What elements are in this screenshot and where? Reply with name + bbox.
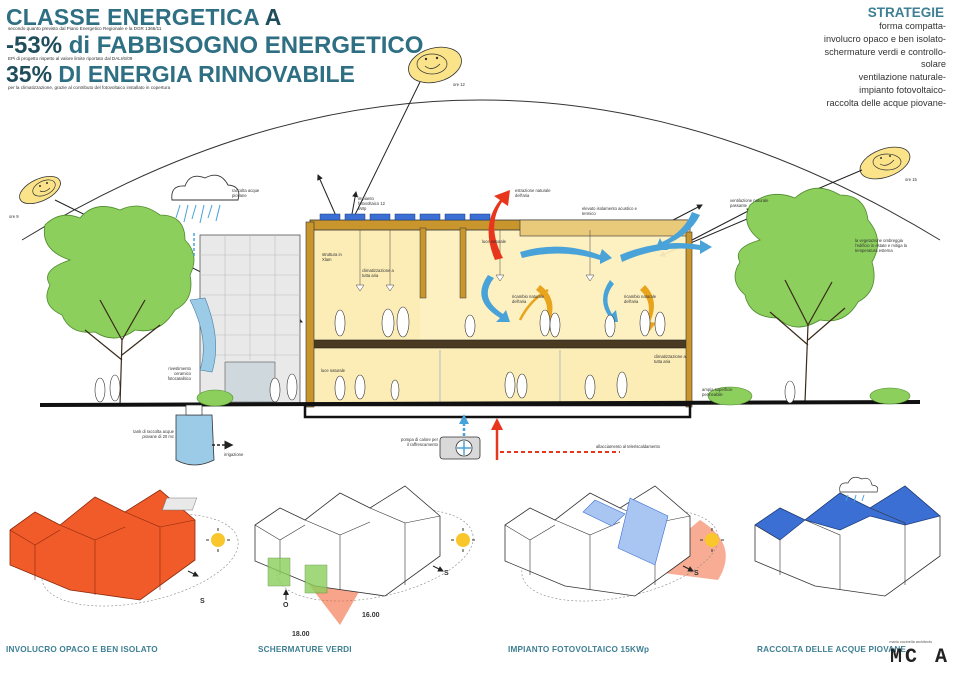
diagram3-south-label: S (694, 570, 699, 577)
caption-photovoltaic: IMPIANTO FOTOVOLTAICO 15KWp (508, 645, 650, 654)
strategy-item: involucro opaco e ben isolato- (823, 33, 946, 44)
airflow-arrows (481, 190, 712, 335)
label-rain-collection: raccolta acque piovane (232, 188, 260, 198)
diagram-rain-collection (754, 476, 941, 597)
sun-top-icon (408, 46, 462, 84)
sun-time-right: ore 15 (905, 177, 917, 182)
strategy-item: schermature verdi e controllo- (824, 46, 946, 57)
heat-pump-icon (439, 436, 481, 460)
tree-right-icon (734, 187, 878, 403)
ceramic-tower (189, 234, 301, 406)
rain-cloud-icon (171, 174, 240, 224)
tree-left-icon (43, 205, 195, 406)
sun-right-icon (859, 146, 911, 180)
renewable-label: DI ENERGIA RINNOVABILE (52, 61, 355, 87)
sun-time-top: ore 12 (453, 82, 465, 87)
strategy-item: raccolta delle acque piovane- (826, 97, 946, 108)
label-radiant-bottom: climatizzazione a tutta aria (654, 354, 686, 364)
label-recirculation-2: ricambio naturale dell'aria (624, 294, 657, 304)
people-silhouettes (94, 306, 796, 404)
sun-path-arc (21, 99, 941, 241)
mca-logo: MC A (889, 646, 950, 669)
label-acoustic-insulation: elevato isolamento acustico e termico (582, 206, 637, 216)
caption-green-screens: SCHERMATURE VERDI (258, 645, 352, 654)
strategy-item: impianto fotovoltaico- (859, 84, 946, 95)
diagram2-south-label: S (444, 570, 449, 577)
label-vegetation: la vegetazione ombreggia l'edificio in e… (855, 238, 908, 253)
energy-demand-label: di FABBISOGNO ENERGETICO (62, 32, 424, 59)
renewable-percent: 35% (6, 61, 53, 87)
energy-class-grade: A (264, 4, 282, 30)
diagram-insulation (9, 489, 239, 607)
bushes (196, 386, 911, 407)
label-irrigation: irrigazione (224, 452, 244, 457)
renewable-energy-title: 35% DI ENERGIA RINNOVABILE (6, 61, 355, 88)
label-radiant-top: climatizzazione a tutta aria (362, 268, 394, 278)
label-wood-structure: struttura in Xlam (322, 252, 342, 262)
logo-subtitle: mario cucinella architects (889, 640, 932, 644)
diagram2-time-b: 16.00 (362, 612, 380, 619)
energy-class-note: secondo quanto previsto dal Piano Energe… (8, 26, 162, 31)
energy-class-label: CLASSE ENERGETICA (6, 4, 265, 30)
caption-rain-collection: RACCOLTA DELLE ACQUE PIOVANE (757, 645, 907, 654)
label-heat-pump: pompa di calore per il raffrescamento (400, 437, 438, 447)
label-natural-light-bottom: luce naturale (321, 368, 345, 373)
label-pv-plant: impianto fotovoltaico 12 kWp (358, 196, 386, 211)
label-passive-ventilation: ventilazione naturale passante (730, 198, 769, 208)
strategy-item: solare (920, 59, 946, 70)
renewable-note: per la climatizzazione, grazie al contri… (8, 85, 171, 90)
strategies-list: forma compatta- involucro opaco e ben is… (756, 20, 946, 110)
label-ceramic-tiles: rivestimento ceramico fotocatalitico (167, 366, 191, 381)
sun-time-left: ore 9 (9, 214, 19, 219)
energy-demand-percent: -53% (6, 32, 63, 59)
energy-demand-note: EPi di progetto rispetto al valore limit… (8, 56, 133, 61)
ground-line (39, 400, 921, 407)
energy-class-title: CLASSE ENERGETICA A (6, 4, 282, 31)
strategy-item: ventilazione naturale- (858, 72, 946, 83)
sun-left-icon (19, 175, 61, 205)
diagram2-north-label: O (283, 602, 289, 609)
label-recirculation-1: ricambio naturale dell'aria (512, 294, 545, 304)
label-permeable-surface: ampia superficie permeabile (702, 387, 733, 397)
label-natural-light-top: luce naturale (482, 239, 506, 244)
label-district-heating: allacciamento al teleriscaldamento (596, 444, 661, 449)
diagram2-time-a: 18.00 (292, 631, 310, 638)
rain-cloud-small-icon (839, 476, 879, 503)
energy-demand-title: -53% di FABBISOGNO ENERGETICO (6, 32, 423, 60)
strategy-item: forma compatta- (879, 21, 946, 31)
label-natural-extraction: estrazione naturale dell'aria (515, 188, 551, 198)
caption-insulation: INVOLUCRO OPACO E BEN ISOLATO (6, 645, 158, 654)
rain-tank-icon (175, 404, 215, 466)
diagram1-south-label: S (200, 598, 205, 605)
diagram-green-screens (162, 485, 475, 625)
strategies-title: STRATEGIE (867, 5, 944, 20)
diagram-photovoltaic (504, 485, 726, 602)
label-tank: tank di raccolta acque piovane di 20 mc (133, 429, 174, 439)
